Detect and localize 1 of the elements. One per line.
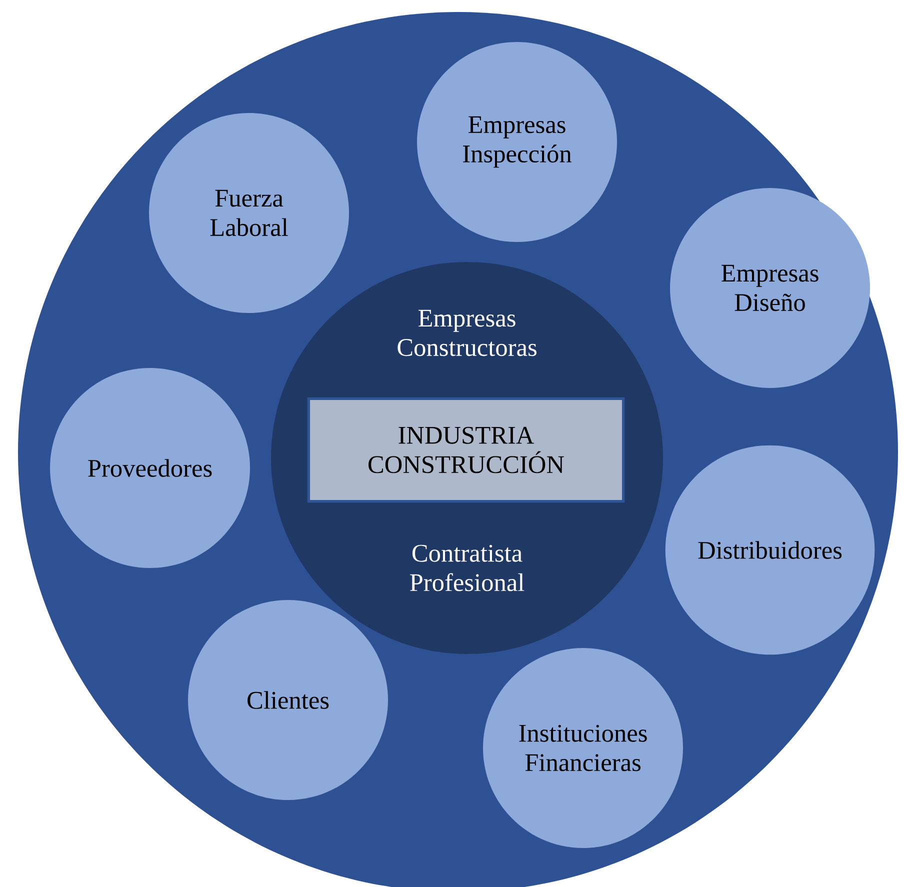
title-box: INDUSTRIA CONSTRUCCIÓN xyxy=(307,397,625,503)
